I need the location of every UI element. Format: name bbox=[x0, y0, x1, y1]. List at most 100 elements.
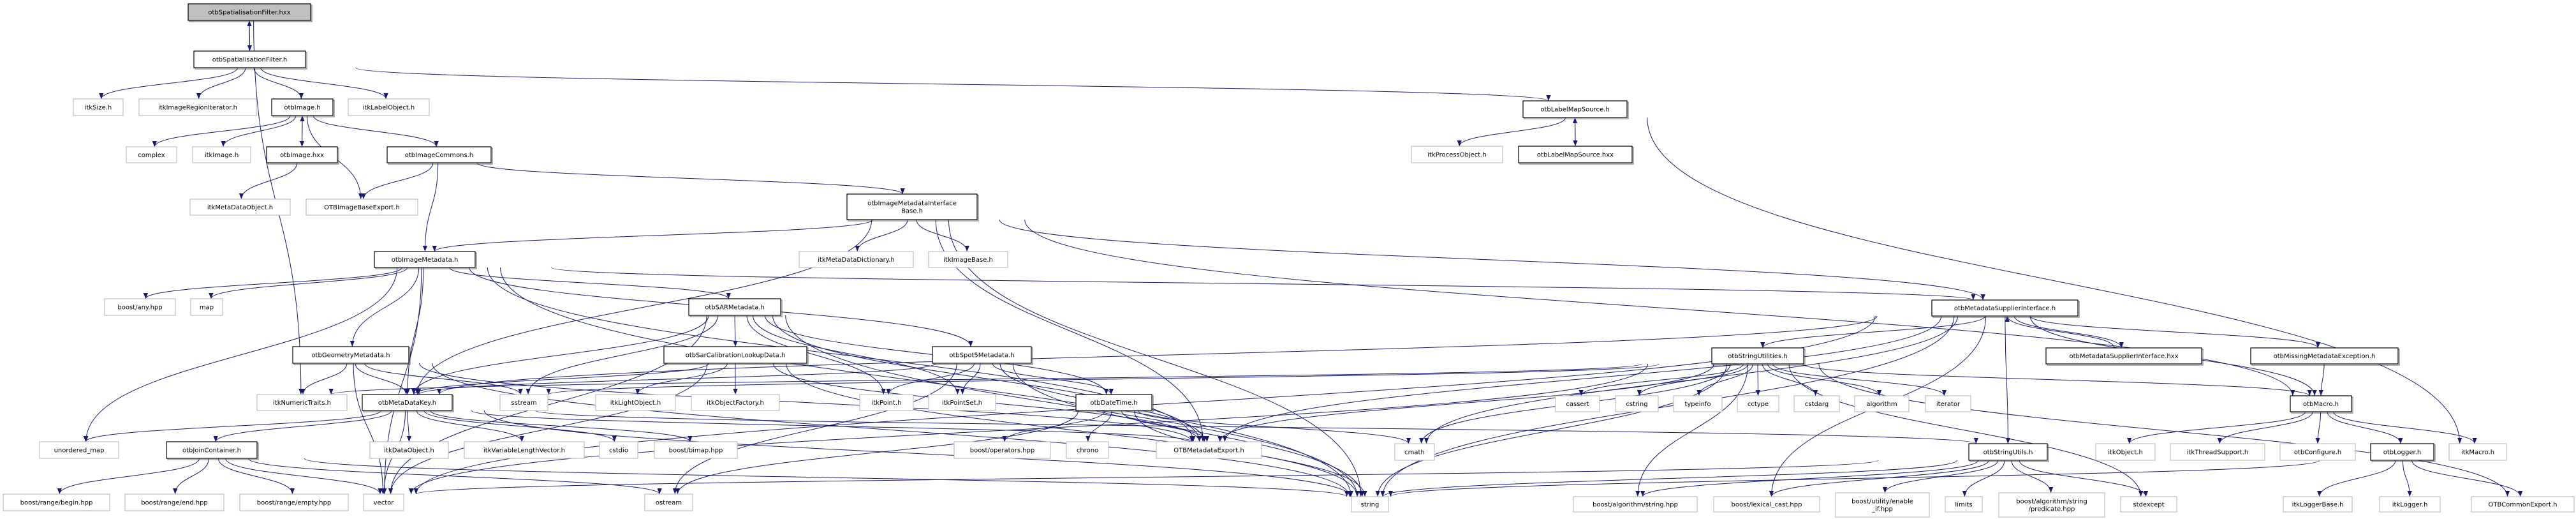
node-otbdatetime-h[interactable]: otbDateTime.h bbox=[1075, 394, 1154, 412]
edge-imgmeta-to-msi bbox=[550, 267, 1975, 301]
node-box bbox=[190, 298, 223, 316]
node-otbmissingmetadataexception-h[interactable]: otbMissingMetadataException.h bbox=[2250, 347, 2400, 366]
node-itkvariablelengthvector-h: itkVariableLengthVector.h bbox=[464, 441, 585, 459]
node-otbspatialisationfilter-hxx[interactable]: otbSpatialisationFilter.hxx bbox=[188, 3, 313, 22]
node-box bbox=[846, 193, 978, 220]
node-otbstringutilities-h[interactable]: otbStringUtilities.h bbox=[1711, 347, 1806, 366]
node-label: itkImage.h bbox=[205, 152, 239, 159]
node-otbimagecommons-h[interactable]: otbImageCommons.h bbox=[386, 146, 493, 165]
node-otblabelmapsource-hxx[interactable]: otbLabelMapSource.hxx bbox=[1518, 146, 1634, 165]
node-itklogger-h: itkLogger.h bbox=[2379, 496, 2441, 513]
node-label: otbImageMetadata.h bbox=[392, 257, 459, 264]
node-label: otbGeometryMetadata.h bbox=[311, 352, 390, 359]
edge-msi-to-msihxx bbox=[2013, 315, 2124, 349]
edge-datetime-to-chrono bbox=[1086, 410, 1112, 442]
node-box bbox=[2250, 347, 2399, 365]
node-iterator: iterator bbox=[1925, 395, 1971, 412]
edge-sfh-to-itksize bbox=[99, 67, 238, 100]
node-label: OTBCommonExport.h bbox=[2489, 502, 2558, 509]
node-box bbox=[1518, 146, 1633, 163]
edge-spot5-to-itkpoint bbox=[886, 363, 975, 395]
node-box bbox=[691, 394, 780, 411]
node-box bbox=[464, 441, 585, 459]
node-otbstringutils-h[interactable]: otbStringUtils.h bbox=[1968, 443, 2049, 462]
edge-datetime-to-ostream bbox=[675, 410, 1079, 495]
node-otbsarcalibrationlookupdata-h[interactable]: otbSarCalibrationLookupData.h bbox=[663, 346, 809, 365]
node-otbsarmetadata-h[interactable]: otbSARMetadata.h bbox=[688, 298, 783, 317]
node-itknumerictraits-h: itkNumericTraits.h bbox=[256, 394, 348, 411]
node-itksize-h: itkSize.h bbox=[73, 98, 124, 116]
edge-strutils-to-lexicalcast bbox=[1769, 460, 1989, 497]
node-otblabelmapsource-h[interactable]: otbLabelMapSource.h bbox=[1522, 100, 1629, 119]
node-label: itkMetaDataObject.h bbox=[207, 204, 273, 211]
edge-otblogger-to-itkloggerbase bbox=[2317, 460, 2396, 497]
edge-strutilities-to-mdexport bbox=[1218, 363, 1714, 442]
edge-strutilities-to-otbmacro bbox=[1802, 363, 2312, 396]
node-otbgeometrymetadata-h[interactable]: otbGeometryMetadata.h bbox=[292, 346, 411, 365]
node-otbimage-h[interactable]: otbImage.h bbox=[271, 98, 335, 117]
edge-sarmeta-to-sstream bbox=[526, 315, 719, 395]
edge-joincontainer-to-rangebegin bbox=[57, 458, 200, 495]
node-box bbox=[192, 146, 251, 163]
node-box bbox=[2290, 395, 2352, 412]
node-label: boost/algorithm/string bbox=[2016, 499, 2087, 506]
node-otbmetadatakey-h[interactable]: otbMetaDataKey.h bbox=[362, 394, 454, 412]
node-label: itkPointSet.h bbox=[942, 400, 982, 407]
edge-joincontainer-to-vector bbox=[225, 458, 383, 495]
node-box bbox=[1925, 395, 1971, 412]
node-box bbox=[271, 98, 334, 116]
node-box bbox=[1351, 496, 1389, 513]
node-boost-operators-hpp: boost/operators.hpp bbox=[953, 441, 1051, 459]
edge-strutilities-to-cstring bbox=[1637, 363, 1749, 396]
node-box bbox=[369, 441, 449, 459]
node-cctype: cctype bbox=[1737, 395, 1779, 412]
node-label: otbJoinContainer.h bbox=[182, 448, 241, 455]
node-otbconfigure-h: otbConfigure.h bbox=[2279, 443, 2356, 461]
node-box bbox=[292, 346, 409, 364]
node-label: algorithm bbox=[1866, 401, 1897, 408]
node-box bbox=[499, 394, 548, 411]
node-label: boost/range/begin.hpp bbox=[20, 500, 93, 507]
edge-imgmeta-to-unorderedmap bbox=[84, 267, 398, 442]
node-box bbox=[189, 199, 291, 216]
node-box bbox=[1945, 496, 1983, 513]
edge-imgmeta-to-geometa bbox=[350, 267, 420, 347]
node-label: itkMetaDataDictionary.h bbox=[818, 257, 895, 264]
edge-msi-to-strutilities bbox=[1760, 315, 1985, 349]
node-label: itkLightObject.h bbox=[610, 400, 661, 407]
node-otbmetadatasupplierinterface-h[interactable]: otbMetadataSupplierInterface.h bbox=[1931, 299, 2080, 318]
node-otbimage-hxx[interactable]: otbImage.hxx bbox=[266, 146, 339, 165]
edge-strutils-to-enableif bbox=[1882, 460, 1999, 493]
node-label: itkDataObject.h bbox=[384, 448, 434, 455]
edge-otblogger-to-itklogger bbox=[2402, 460, 2412, 497]
node-label: otbLogger.h bbox=[2383, 449, 2421, 456]
node-box bbox=[3, 493, 110, 511]
node-otbmacro-h[interactable]: otbMacro.h bbox=[2290, 395, 2353, 414]
node-label: boost/bimap.hpp bbox=[669, 448, 723, 455]
node-itkprocessobject-h: itkProcessObject.h bbox=[1411, 146, 1503, 163]
node-box bbox=[104, 298, 176, 316]
node-otbmetadatasupplierinterface-hxx[interactable]: otbMetadataSupplierInterface.hxx bbox=[2045, 347, 2204, 366]
node-otbimagemetadata-h[interactable]: otbImageMetadata.h bbox=[374, 251, 477, 269]
node-label: otbSpatialisationFilter.hxx bbox=[208, 10, 290, 17]
edge-strutilities-to-cassert bbox=[1579, 363, 1744, 396]
node-box bbox=[599, 441, 638, 459]
node-otbspot5metadata-h[interactable]: otbSpot5Metadata.h bbox=[932, 346, 1033, 365]
node-boost-algorithm-string-hpp: boost/algorithm/string.hpp bbox=[1573, 496, 1698, 513]
node-label: itkImageRegionIterator.h bbox=[158, 105, 237, 112]
node-box bbox=[2379, 496, 2441, 513]
node-otbjoincontainer-h[interactable]: otbJoinContainer.h bbox=[166, 441, 259, 460]
node-box bbox=[124, 493, 224, 511]
edge-msi-to-string bbox=[1380, 315, 1955, 497]
edge-msihxx-to-msi bbox=[2005, 315, 2115, 349]
node-box bbox=[1555, 395, 1600, 412]
node-otblogger-h[interactable]: otbLogger.h bbox=[2370, 443, 2436, 462]
node-vector: vector bbox=[363, 493, 404, 511]
node-stdexcept: stdexcept bbox=[2120, 496, 2177, 513]
edge-missingexc-to-otbmacro bbox=[2318, 363, 2325, 396]
node-box bbox=[2095, 443, 2156, 461]
node-label: _if.hpp bbox=[1871, 506, 1893, 513]
node-otbspatialisationfilter-h[interactable]: otbSpatialisationFilter.h bbox=[193, 50, 307, 70]
edge-imgcommons-to-imgbaseexport bbox=[361, 162, 434, 200]
